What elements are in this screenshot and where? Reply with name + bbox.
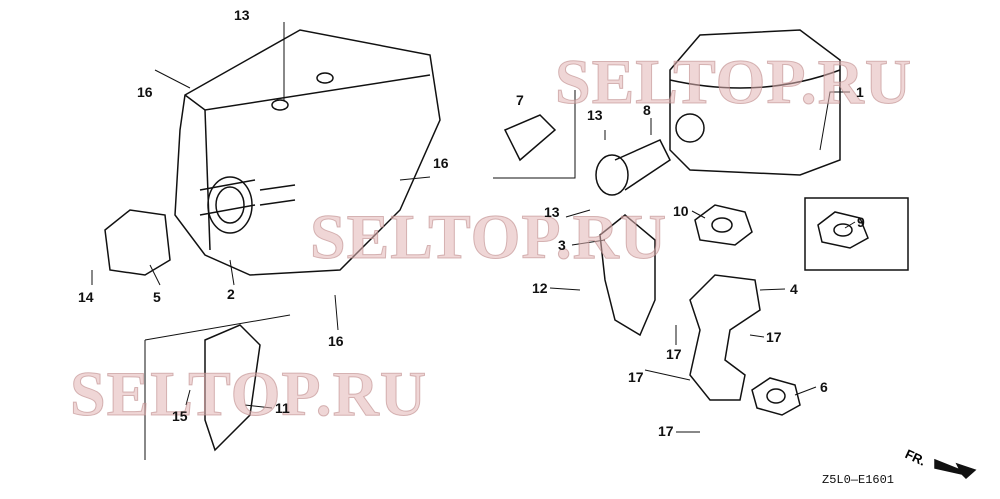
callout-16: 16 bbox=[137, 84, 153, 100]
callout-5: 5 bbox=[153, 289, 161, 305]
leader-lines bbox=[91, 22, 856, 460]
callout-14: 14 bbox=[78, 289, 94, 305]
diagram-code: Z5L0—E1601 bbox=[822, 473, 895, 487]
callout-10: 10 bbox=[673, 203, 689, 219]
callout-17: 17 bbox=[658, 423, 674, 439]
callout-16: 16 bbox=[328, 333, 344, 349]
callout-9: 9 bbox=[857, 214, 865, 230]
callout-11: 11 bbox=[275, 400, 290, 416]
callout-6: 6 bbox=[820, 379, 828, 395]
spark-arrester-part bbox=[503, 114, 671, 196]
muffler-protector-part bbox=[174, 29, 441, 276]
cover-5-part bbox=[104, 209, 171, 276]
gasket-10-part bbox=[694, 204, 753, 246]
guard-11-part bbox=[204, 324, 261, 452]
callout-4: 4 bbox=[790, 281, 798, 297]
gasket-6-part bbox=[751, 377, 801, 416]
callout-2: 2 bbox=[227, 286, 235, 302]
callout-1: 1 bbox=[856, 84, 864, 100]
callout-13: 13 bbox=[234, 7, 250, 23]
callout-7: 7 bbox=[516, 92, 524, 108]
front-arrow-icon bbox=[934, 458, 977, 480]
callout-13: 13 bbox=[544, 204, 560, 220]
callout-17: 17 bbox=[766, 329, 782, 345]
muffler-part bbox=[669, 29, 841, 176]
watermark: SELTOP.RU bbox=[309, 201, 668, 272]
bracket-3-part bbox=[599, 214, 656, 337]
gasket-9-part bbox=[817, 211, 869, 249]
callout-17: 17 bbox=[666, 346, 682, 362]
gasket-9-frame bbox=[804, 197, 909, 271]
callout-17: 17 bbox=[628, 369, 644, 385]
callout-8: 8 bbox=[643, 102, 651, 118]
watermark: SELTOP.RU bbox=[69, 358, 428, 429]
callout-3: 3 bbox=[558, 237, 566, 253]
watermark: SELTOP.RU bbox=[554, 46, 913, 117]
callout-13: 13 bbox=[587, 107, 603, 123]
callout-15: 15 bbox=[172, 408, 188, 424]
callout-16: 16 bbox=[433, 155, 449, 171]
callout-12: 12 bbox=[532, 280, 548, 296]
exhaust-pipe-part bbox=[689, 274, 761, 401]
